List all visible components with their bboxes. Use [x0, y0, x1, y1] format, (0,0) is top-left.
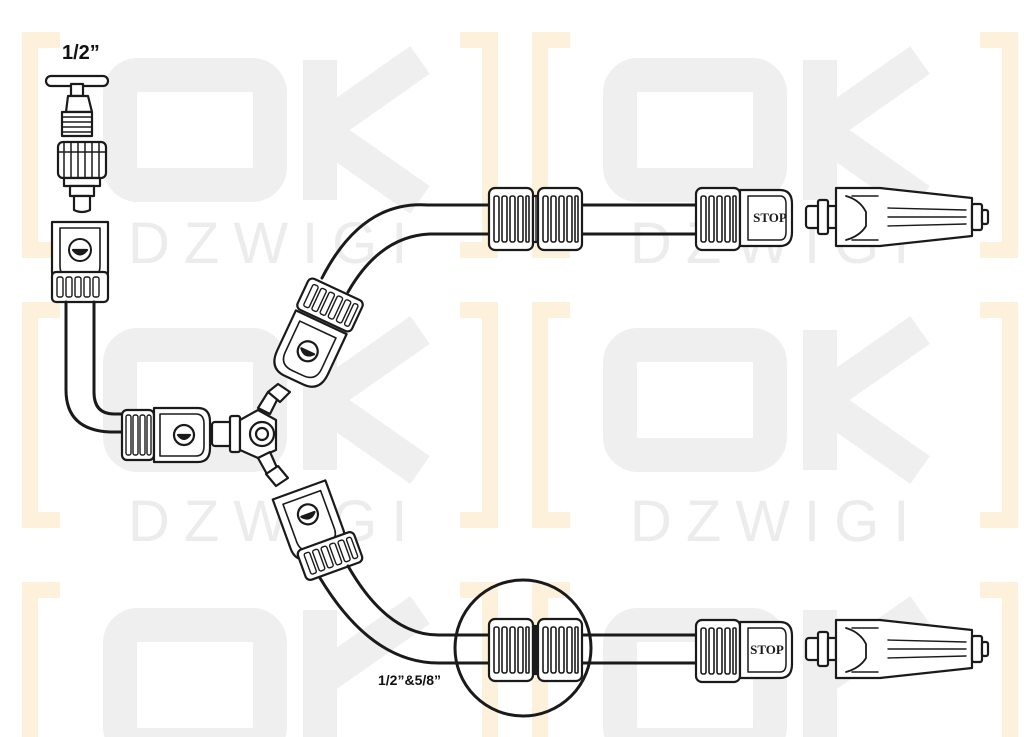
- watermark-text: DZWIGI: [128, 489, 422, 554]
- quick-connector-icon: [273, 309, 348, 388]
- watermark-bracket-right: [460, 32, 498, 258]
- faucet-size-label: 1/2”: [62, 42, 100, 64]
- tap-adapter-icon: [56, 140, 108, 214]
- hose-coupler-icon: [487, 186, 584, 252]
- stop-label: STOP: [750, 642, 784, 657]
- coupling-ring-icon: [120, 408, 156, 462]
- spray-nozzle-icon: [804, 618, 990, 680]
- stop-label: STOP: [753, 210, 787, 225]
- hose-segment-upper: [320, 203, 698, 294]
- stop-connector-icon: [694, 618, 794, 684]
- coupling-ring-icon: [296, 277, 364, 333]
- hose-segment-lower: [318, 564, 698, 665]
- y-splitter-icon: [210, 382, 292, 488]
- spray-nozzle-icon: [804, 186, 990, 248]
- highlight-circle: [453, 578, 593, 718]
- watermark-bracket-left: [22, 32, 60, 258]
- coupling-ring-icon: [50, 270, 110, 304]
- faucet-icon: [44, 74, 110, 138]
- quick-connector-icon: [152, 406, 212, 464]
- watermark-text: DZWIGI: [630, 489, 924, 554]
- watermark-text: DZWIGI: [128, 211, 422, 276]
- stop-connector-icon: [694, 186, 794, 252]
- hose-segment-left: [64, 300, 124, 434]
- hose-size-label: 1/2”&5/8”: [378, 672, 442, 688]
- hose-coupler-icon: [487, 617, 584, 683]
- coupling-ring-icon: [296, 531, 364, 581]
